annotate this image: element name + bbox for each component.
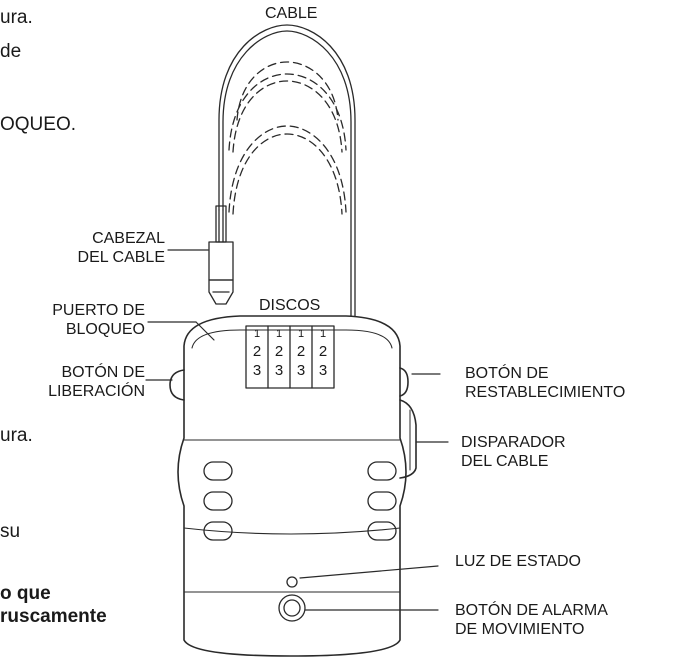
dial-digit: 2 bbox=[296, 343, 306, 360]
cable bbox=[218, 24, 356, 317]
text-fragment: ura. bbox=[0, 7, 33, 28]
label-line: DE MOVIMIENTO bbox=[455, 621, 585, 638]
dial-column-1: 1 2 3 bbox=[246, 326, 268, 380]
label-line: BOTÓN DE bbox=[61, 364, 145, 381]
dial-column-2: 1 2 3 bbox=[268, 326, 290, 380]
label-line: BOTÓN DE bbox=[465, 365, 549, 382]
dial-digit: 3 bbox=[318, 362, 328, 379]
dial-digit: 3 bbox=[296, 362, 306, 379]
alarm-button bbox=[278, 594, 306, 622]
dial-digit: 1 bbox=[319, 328, 327, 340]
label-line: DEL CABLE bbox=[77, 249, 165, 266]
cable-motion-dashes bbox=[228, 61, 347, 215]
text-fragment-bold: o que bbox=[0, 583, 51, 604]
lock-body bbox=[169, 315, 417, 657]
label-line: DISPARADOR bbox=[461, 434, 566, 451]
text-fragment: su bbox=[0, 521, 21, 542]
text-fragment: de bbox=[0, 41, 22, 62]
label-line: DEL CABLE bbox=[461, 453, 549, 470]
label-cable: CABLE bbox=[265, 5, 318, 22]
leader-lines bbox=[145, 17, 449, 611]
dial-digit: 3 bbox=[274, 362, 284, 379]
dial-digit: 1 bbox=[275, 328, 283, 340]
label-cable-trigger: DISPARADOR DEL CABLE bbox=[461, 433, 566, 471]
dial-digit: 2 bbox=[318, 343, 328, 360]
text-fragment: ura. bbox=[0, 425, 33, 446]
label-lock-port: PUERTO DE BLOQUEO bbox=[52, 301, 145, 339]
cable-head bbox=[208, 205, 234, 305]
label-line: CABEZAL bbox=[92, 230, 165, 247]
grip-ribs-left bbox=[203, 461, 233, 541]
label-line: BLOQUEO bbox=[65, 321, 145, 338]
dial-digit: 1 bbox=[253, 328, 261, 340]
label-cable-head: CABEZAL DEL CABLE bbox=[78, 229, 165, 267]
dial-digit: 2 bbox=[274, 343, 284, 360]
label-line: BOTÓN DE ALARMA bbox=[455, 602, 608, 619]
cable-inner bbox=[222, 30, 352, 317]
label-discs: DISCOS bbox=[259, 297, 321, 314]
label-line: PUERTO DE bbox=[52, 302, 145, 319]
text-fragment-bold: ruscamente bbox=[0, 606, 107, 627]
label-line: LIBERACIÓN bbox=[48, 383, 145, 400]
grip-ribs-right bbox=[367, 461, 397, 541]
label-release-button: BOTÓN DE LIBERACIÓN bbox=[48, 363, 145, 401]
dial-digit: 3 bbox=[252, 362, 262, 379]
label-line: RESTABLECIMIENTO bbox=[465, 384, 626, 401]
label-motion-alarm-button: BOTÓN DE ALARMA DE MOVIMIENTO bbox=[455, 601, 608, 639]
combination-dials bbox=[245, 325, 335, 389]
label-status-light: LUZ DE ESTADO bbox=[455, 553, 581, 570]
dial-column-3: 1 2 3 bbox=[290, 326, 312, 380]
text-fragment: OQUEO. bbox=[0, 114, 77, 135]
alarm-button-inner bbox=[283, 599, 301, 617]
dial-digit: 2 bbox=[252, 343, 262, 360]
dial-digit: 1 bbox=[297, 328, 305, 340]
status-light bbox=[286, 576, 298, 588]
label-reset-button: BOTÓN DE RESTABLECIMIENTO bbox=[465, 364, 625, 402]
dial-column-4: 1 2 3 bbox=[312, 326, 334, 380]
